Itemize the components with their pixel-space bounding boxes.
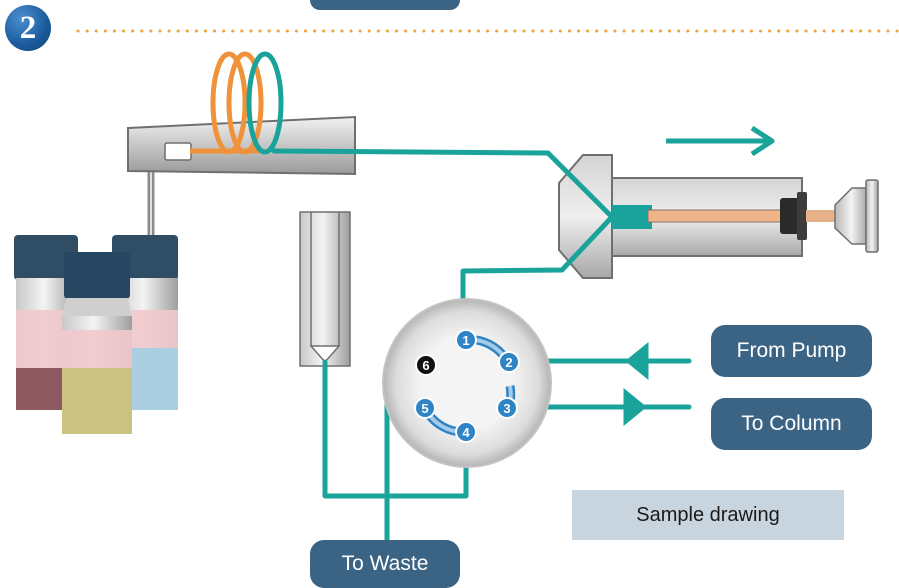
to-column-arrowhead xyxy=(623,387,647,427)
valve-port-1: 1 xyxy=(455,329,477,351)
to-waste-label: To Waste xyxy=(310,540,460,588)
sample-loop xyxy=(190,51,264,155)
needle-port xyxy=(164,142,192,161)
valve-port-5: 5 xyxy=(414,397,436,419)
port-label: 6 xyxy=(422,358,429,373)
from-pump-label: From Pump xyxy=(711,325,872,377)
valve-port-4: 4 xyxy=(455,421,477,443)
valve-port-2: 2 xyxy=(498,351,520,373)
port-label: 2 xyxy=(505,355,512,370)
step-number-badge: 2 xyxy=(5,5,51,51)
metering-pump xyxy=(558,154,879,279)
port-label: 3 xyxy=(503,401,510,416)
top-cropped-tab xyxy=(310,0,460,10)
injection-valve: 1 2 3 4 5 6 xyxy=(382,298,552,468)
pump-to-port1-line xyxy=(460,214,615,328)
port-label: 5 xyxy=(421,401,428,416)
from-pump-arrowhead xyxy=(625,341,649,381)
to-column-label: To Column xyxy=(711,398,872,450)
flow-arrows xyxy=(623,125,775,427)
sample-vials xyxy=(14,235,178,434)
port-label: 1 xyxy=(462,333,469,348)
vial xyxy=(62,252,132,434)
valve-port-6: 6 xyxy=(415,354,437,376)
wash-port xyxy=(299,211,351,367)
valve-port-3: 3 xyxy=(496,397,518,419)
sample-drawing-note: Sample drawing xyxy=(572,490,844,540)
loop-to-pump-line xyxy=(271,148,615,220)
port-label: 4 xyxy=(462,425,470,440)
loop-teal-section xyxy=(246,51,284,155)
